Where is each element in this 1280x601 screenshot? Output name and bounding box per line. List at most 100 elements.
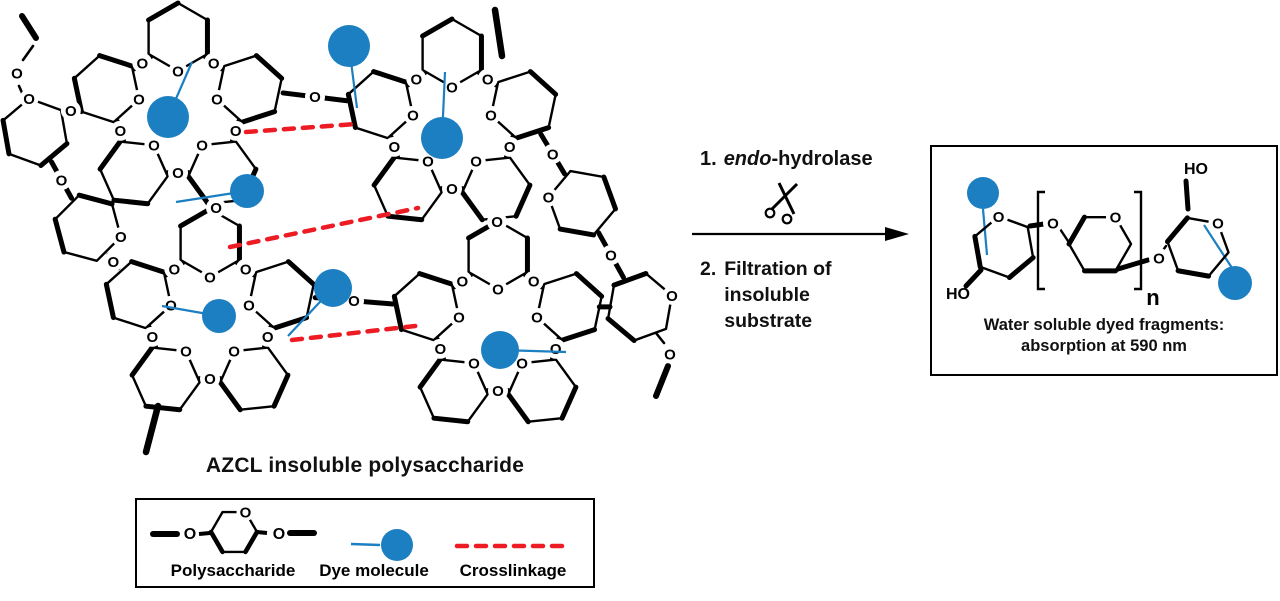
svg-text:O: O — [348, 293, 360, 310]
svg-text:O: O — [115, 229, 127, 246]
pyranose-ring: O — [466, 218, 530, 299]
dye-molecule-icon — [287, 269, 352, 337]
step-2-label: 2. Filtration of insoluble substrate — [700, 256, 850, 334]
svg-text:O: O — [434, 341, 446, 358]
step-1-italic: endo — [723, 148, 772, 170]
step-2-text: Filtration of insoluble substrate — [724, 258, 832, 332]
legend-content: O O O Polysaccharide Dye molecule Crossl… — [150, 503, 570, 580]
dye-molecule-icon — [481, 331, 567, 369]
svg-text:O: O — [491, 214, 503, 231]
dye-molecule-icon — [1218, 266, 1252, 300]
pyranose-ring: O — [146, 0, 210, 81]
dye-molecule-legend-icon — [350, 529, 413, 561]
svg-text:O: O — [180, 344, 192, 361]
svg-text:O: O — [407, 108, 419, 125]
pyranose-ring: O — [420, 16, 484, 97]
pyranose-ring: O — [71, 53, 149, 124]
svg-text:O: O — [114, 123, 126, 140]
step-1-number: 1. — [700, 148, 717, 170]
pyranose-ring: O — [97, 135, 169, 207]
product-caption: Water soluble dyed fragments: absorption… — [932, 315, 1276, 357]
svg-text:O: O — [482, 71, 494, 88]
pyranose-ring: O — [103, 259, 181, 330]
pyranose-ring: O — [207, 53, 285, 125]
svg-text:O: O — [1110, 210, 1122, 227]
svg-text:O: O — [172, 63, 184, 80]
pyranose-ring: O — [52, 192, 131, 262]
step-2-number: 2. — [700, 258, 717, 280]
pyranose-ring: O — [345, 69, 423, 140]
svg-text:O: O — [211, 92, 223, 109]
svg-text:O: O — [1153, 250, 1165, 267]
chain-terminus-stub — [142, 402, 162, 456]
svg-text:O: O — [468, 356, 480, 373]
dye-molecule-icon — [967, 177, 999, 209]
pyranose-ring: O — [217, 341, 291, 413]
pyranose-ring: O — [417, 353, 489, 425]
legend-crosslink-label: Crosslinkage — [460, 561, 567, 580]
dye-molecule-icon — [328, 25, 370, 109]
svg-text:O: O — [262, 329, 274, 346]
svg-text:O: O — [228, 344, 240, 361]
crosslink-dashed-line — [243, 121, 359, 135]
svg-text:O: O — [1047, 215, 1059, 232]
svg-text:O: O — [184, 526, 196, 543]
svg-text:O: O — [492, 383, 504, 400]
svg-text:O: O — [204, 371, 216, 388]
scissors-icon — [764, 182, 799, 225]
pyranose-ring: O — [1164, 213, 1230, 279]
svg-text:O: O — [240, 505, 252, 522]
svg-text:O: O — [504, 139, 516, 156]
svg-text:O: O — [605, 247, 617, 264]
pyranose-ring: O — [1066, 207, 1133, 274]
pyranose-ring: O — [481, 69, 559, 141]
svg-text:O: O — [528, 273, 540, 290]
svg-text:O: O — [550, 341, 562, 358]
legend-polysaccharide-label: Polysaccharide — [171, 561, 296, 580]
svg-text:O: O — [172, 165, 184, 182]
svg-text:O: O — [146, 329, 158, 346]
svg-text:O: O — [485, 108, 497, 125]
pyranose-ring: O — [391, 271, 469, 342]
svg-text:O: O — [243, 298, 255, 315]
svg-text:O: O — [204, 269, 216, 286]
svg-text:O: O — [543, 189, 555, 206]
svg-text:O: O — [133, 92, 145, 109]
pyranose-ring: O — [605, 271, 682, 343]
svg-text:O: O — [446, 79, 458, 96]
svg-text:O: O — [168, 261, 180, 278]
reaction-arrow — [692, 182, 909, 241]
svg-text:O: O — [470, 154, 482, 171]
svg-text:O: O — [148, 138, 160, 155]
pyranose-ring: O — [239, 259, 317, 331]
dye-molecule-icon — [421, 71, 463, 159]
svg-text:O: O — [309, 89, 321, 106]
svg-text:O: O — [273, 526, 285, 543]
legend-box: O O O Polysaccharide Dye molecule Crossl… — [135, 498, 595, 588]
svg-text:O: O — [136, 55, 148, 72]
crosslink-dashed-line — [227, 205, 421, 250]
svg-text:O: O — [666, 288, 678, 305]
dye-molecule-icon — [147, 61, 194, 138]
crosslink-dashed-line — [289, 322, 427, 343]
azcl-substrate-label: AZCL insoluble polysaccharide — [205, 454, 525, 477]
svg-text:O: O — [516, 356, 528, 373]
chain-terminus-stub — [491, 6, 506, 60]
svg-text:O: O — [422, 154, 434, 171]
svg-text:O: O — [388, 139, 400, 156]
svg-text:O: O — [11, 65, 23, 82]
left-bracket — [1036, 190, 1045, 291]
svg-text:O: O — [492, 281, 504, 298]
step-1-rest: -hydrolase — [771, 148, 873, 170]
hydroxyl-label: HO — [1184, 161, 1208, 178]
polysaccharide-legend-icon: O O O — [150, 503, 317, 555]
right-bracket — [1134, 190, 1143, 291]
hydroxyl-label: HO — [946, 286, 970, 303]
svg-text:O: O — [107, 254, 119, 271]
svg-text:O: O — [410, 71, 422, 88]
pyranose-ring: O — [972, 206, 1036, 281]
